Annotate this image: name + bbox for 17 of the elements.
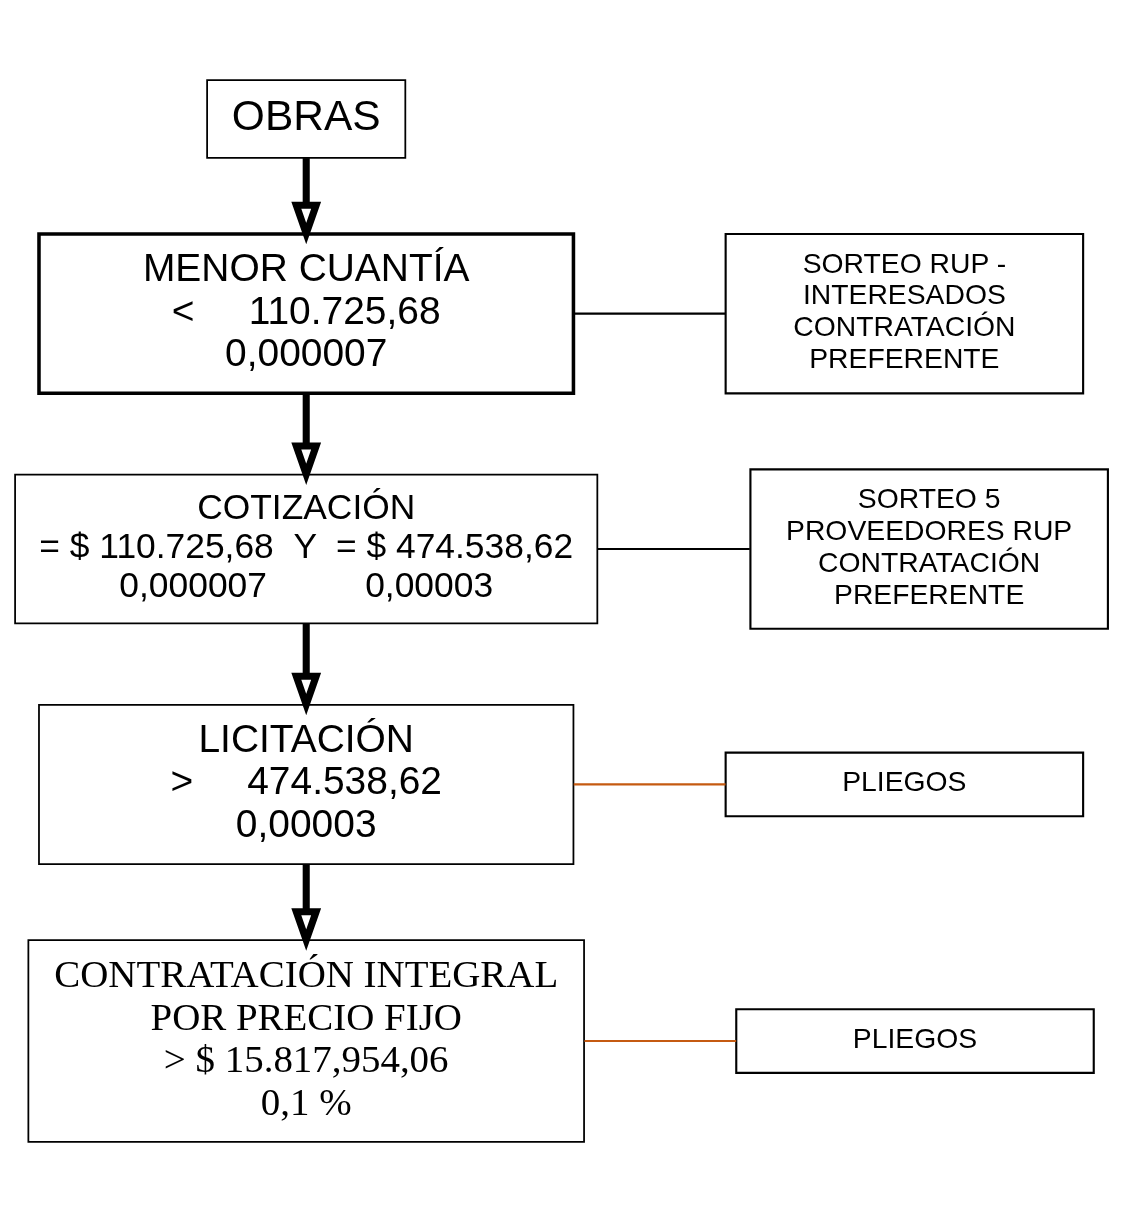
node-box: MENOR CUANTÍA < 110.725,68 0,000007 [37, 231, 576, 395]
connector [597, 547, 750, 550]
arrow [291, 623, 322, 715]
arrow [291, 393, 322, 485]
arrow [291, 863, 322, 951]
node-box: CONTRATACIÓN INTEGRAL POR PRECIO FIJO > $ 15.817,954,06 0,1 % [27, 938, 585, 1143]
node-box: OBRAS [206, 78, 407, 159]
connector [584, 1039, 737, 1042]
node-box: COTIZACIÓN = $ 110.725,68 Y = $ 474.538,62 0,000007 0,00003 [14, 473, 599, 624]
node-box: SORTEO RUP - INTERESADOS CONTRATACIÓN PREFERENTE [724, 232, 1085, 394]
connector [573, 312, 726, 315]
node-box: LICITACIÓN > 474.538,62 0,00003 [38, 703, 575, 865]
node-box: PLIEGOS [724, 751, 1085, 817]
connector [573, 782, 726, 785]
node-box: SORTEO 5 PROVEEDORES RUP CONTRATACIÓN PREFERENTE [749, 467, 1109, 630]
node-box: PLIEGOS [735, 1007, 1095, 1074]
arrow [291, 157, 322, 244]
